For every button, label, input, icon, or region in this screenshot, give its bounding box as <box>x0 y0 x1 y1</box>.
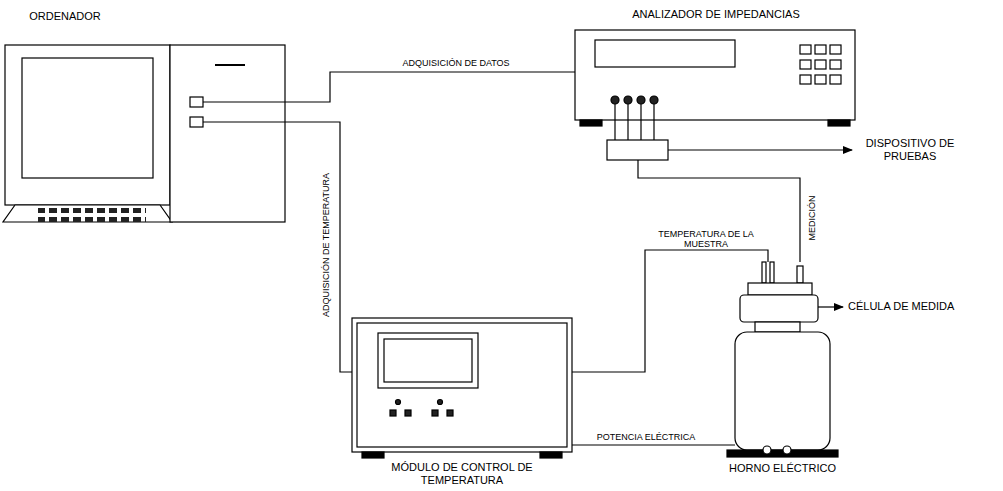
control-module-part <box>432 410 438 416</box>
impedance-analyzer-part <box>830 75 841 84</box>
impedance-analyzer-part <box>830 45 841 54</box>
impedance-analyzer-part <box>614 104 615 140</box>
control-module-part <box>357 323 567 447</box>
computer-part <box>203 101 287 102</box>
computer-part <box>3 205 172 222</box>
measuring-cell-part <box>740 295 818 322</box>
control-module-part <box>362 452 384 458</box>
control-module-part <box>405 410 411 416</box>
computer-part <box>190 97 203 107</box>
signal-cable <box>572 444 735 445</box>
control-module-part <box>352 318 572 452</box>
signal-cable <box>638 160 800 262</box>
measuring-cell-node: CÉLULA DE MEDIDA <box>735 262 820 332</box>
impedance-analyzer-part <box>828 120 850 126</box>
electric-oven-part <box>783 446 791 454</box>
measuring-cell-part <box>797 266 803 283</box>
impedance-analyzer-part <box>815 75 826 84</box>
impedance-analyzer-drawing <box>575 30 855 140</box>
computer-part <box>38 207 146 222</box>
measuring-cell-part <box>818 306 843 307</box>
control-module-part <box>378 333 478 388</box>
analyzer-node: ANALIZADOR DE IMPEDANCIAS <box>575 8 857 120</box>
test-fixture-drawing <box>607 140 852 160</box>
impedance-analyzer-part <box>627 104 628 140</box>
measuring-cell-part <box>770 262 774 283</box>
cable-label: ADQUISICIÓN DE TEMPERATURA <box>321 172 331 318</box>
computer-part <box>5 45 170 205</box>
electric-oven-part <box>763 446 771 454</box>
electric-oven-part <box>727 450 838 457</box>
impedance-analyzer-part <box>830 60 841 69</box>
computer-part <box>215 64 245 66</box>
impedance-analyzer-part <box>800 75 811 84</box>
equipment-label: DISPOSITIVO DE PRUEBAS <box>860 137 960 163</box>
impedance-analyzer-part <box>624 96 632 104</box>
control-module-drawing <box>352 318 572 458</box>
test-fixture-part <box>607 140 668 160</box>
measuring-cell-part <box>748 283 812 295</box>
equipment-label: ORDENADOR <box>5 10 125 23</box>
impedance-analyzer-part <box>637 96 645 104</box>
signal-cable <box>287 72 575 102</box>
computer-part <box>22 58 153 178</box>
control-module-part <box>384 339 472 382</box>
control-module-part <box>447 410 453 416</box>
impedance-analyzer-part <box>575 30 855 120</box>
cable-label: ADQUISICIÓN DE DATOS <box>385 58 527 68</box>
impedance-analyzer-part <box>640 104 641 120</box>
equipment-label: CÉLULA DE MEDIDA <box>848 300 954 313</box>
measuring-cell-drawing <box>740 262 843 332</box>
impedance-analyzer-part <box>580 120 602 126</box>
control-module-node: MÓDULO DE CONTROL DE TEMPERATURA <box>352 318 572 489</box>
equipment-label: HORNO ELÉCTRICO <box>695 462 870 475</box>
cable-label: MEDICIÓN <box>807 195 817 242</box>
measuring-cell-part <box>762 262 766 283</box>
control-module-part <box>390 410 396 416</box>
impedance-analyzer-part <box>800 45 811 54</box>
impedance-analyzer-part <box>653 104 654 140</box>
signal-cable <box>287 122 352 372</box>
computer-part <box>170 45 285 222</box>
oven-node: HORNO ELÉCTRICO <box>735 332 830 489</box>
cable-label: POTENCIA ELÉCTRICA <box>590 432 702 442</box>
computer-part <box>203 121 287 122</box>
control-module-part <box>438 400 443 405</box>
computer-part <box>190 117 203 127</box>
impedance-analyzer-part <box>815 45 826 54</box>
test-fixture-node: DISPOSITIVO DE PRUEBAS <box>607 140 668 160</box>
impedance-analyzer-part <box>815 60 826 69</box>
electric-oven-part <box>735 332 830 450</box>
signal-cable <box>640 120 641 140</box>
computer-drawing <box>3 45 287 222</box>
equipment-label: ANALIZADOR DE IMPEDANCIAS <box>575 8 857 21</box>
impedance-analyzer-part <box>595 40 735 67</box>
equipment-label: MÓDULO DE CONTROL DE TEMPERATURA <box>382 461 542 487</box>
signal-cable <box>572 250 768 372</box>
measuring-cell-part <box>755 322 800 332</box>
impedance-analyzer-part <box>650 96 658 104</box>
impedance-analyzer-part <box>611 96 619 104</box>
control-module-part <box>540 452 562 458</box>
computer-node: ORDENADOR <box>5 10 287 223</box>
impedance-analyzer-part <box>800 60 811 69</box>
electric-oven-drawing <box>727 332 838 457</box>
test-fixture-part <box>668 149 852 150</box>
cable-label: TEMPERATURA DE LA MUESTRA <box>650 229 762 249</box>
control-module-part <box>396 400 401 405</box>
